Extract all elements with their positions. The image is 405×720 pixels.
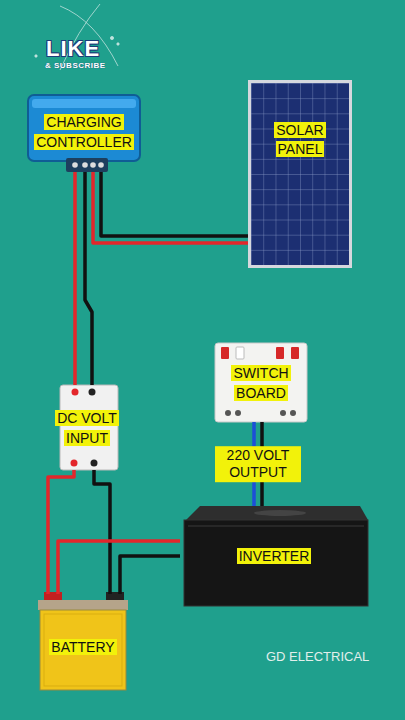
text-wrap: SWITCH BOARD [221, 363, 301, 401]
inverter-illustration [184, 506, 368, 606]
node-label: SWITCH BOARD [231, 365, 290, 400]
wire [85, 172, 92, 385]
text-wrap: INVERTER [237, 546, 312, 565]
node-label: CHARGING CONTROLLER [34, 114, 134, 149]
inverter: INVERTER [180, 506, 368, 606]
switch-board-illustration [215, 343, 307, 422]
wire [58, 541, 180, 594]
node-label: SOLAR PANEL [274, 122, 325, 157]
solar-panel-illustration [248, 80, 352, 268]
wire-pair [58, 541, 180, 594]
node-label: BATTERY [49, 639, 116, 655]
logo-text: LIKE [46, 36, 100, 62]
wire [101, 172, 248, 236]
wire-pair [75, 172, 92, 385]
node-label: INVERTER [237, 548, 312, 564]
charge-controller: CHARGING CONTROLLER [28, 95, 140, 172]
logo-text: & SUBSCRIBE [45, 61, 106, 70]
text-wrap: SOLAR PANEL [268, 120, 332, 158]
wire [73, 172, 77, 385]
wire [48, 470, 74, 594]
text-wrap: BATTERY [49, 637, 116, 656]
watermark: GD ELECTRICAL [266, 649, 369, 664]
text-wrap: DC VOLT INPUT [52, 408, 122, 446]
logo-decoration [35, 4, 119, 70]
dc-breaker-illustration [60, 385, 118, 470]
dc-breaker: DC VOLT INPUT [50, 385, 124, 470]
wire [93, 172, 248, 243]
edge-label: 220 VOLT OUTPUT [215, 446, 301, 482]
solar-panel: SOLAR PANEL [248, 80, 352, 268]
wire-pair [93, 172, 248, 243]
charge-controller-illustration [28, 95, 140, 172]
wire [120, 556, 180, 594]
switch-board: SWITCH BOARD [215, 343, 307, 422]
text-wrap: CHARGING CONTROLLER [30, 112, 138, 150]
node-label: DC VOLT INPUT [55, 410, 119, 445]
battery-illustration [38, 592, 128, 690]
battery: BATTERY [38, 594, 128, 690]
wire [94, 470, 110, 594]
